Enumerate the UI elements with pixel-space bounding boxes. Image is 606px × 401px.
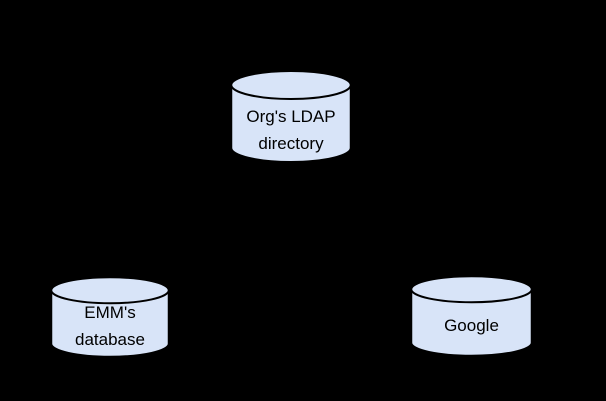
node-label-line: database — [75, 330, 145, 349]
db-cylinder-emms-database: EMM's database — [50, 276, 170, 358]
db-cylinder-orgs-ldap-directory: Org's LDAP directory — [230, 70, 352, 163]
node-label-google: Google — [410, 312, 533, 339]
node-label-emms-database: EMM's database — [50, 299, 170, 353]
db-cylinder-google: Google — [410, 275, 533, 357]
database-cylinder-icon — [410, 275, 533, 357]
node-label-line: Google — [444, 316, 499, 335]
database-cylinder-icon — [230, 70, 352, 163]
node-label-line: EMM's — [84, 303, 136, 322]
node-label-line: directory — [258, 134, 324, 153]
node-label-orgs-ldap-directory: Org's LDAP directory — [230, 103, 352, 157]
node-label-line: Org's LDAP — [246, 107, 336, 126]
database-cylinder-icon — [50, 276, 170, 358]
